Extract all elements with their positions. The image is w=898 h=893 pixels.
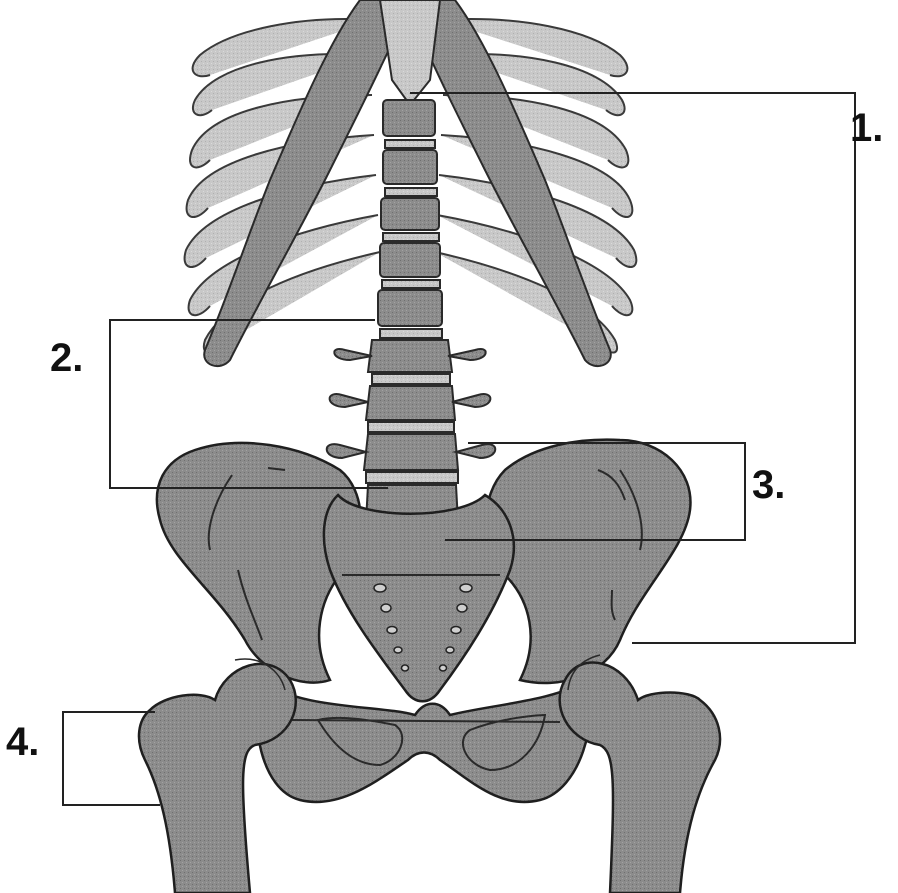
label-2: 2.: [50, 338, 83, 378]
right-femur: [560, 663, 720, 893]
label-3: 3.: [752, 465, 785, 505]
sternum: [380, 0, 440, 105]
vertebral-column: [327, 100, 496, 536]
right-ilium: [486, 440, 690, 683]
label-4: 4.: [6, 722, 39, 762]
label-1: 1.: [850, 108, 883, 148]
sacrum: [324, 495, 514, 701]
